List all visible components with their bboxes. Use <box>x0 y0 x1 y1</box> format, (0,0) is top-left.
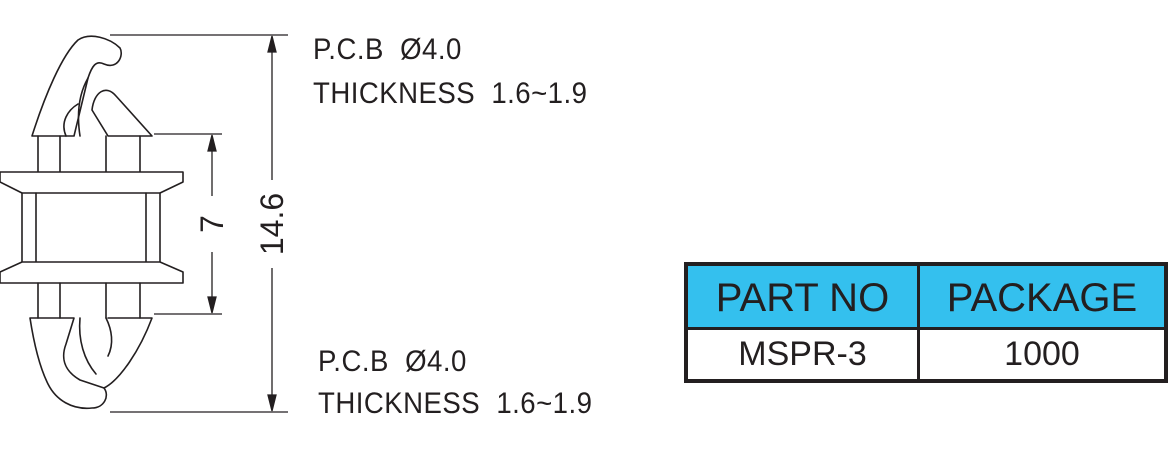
bottom-flange <box>0 261 184 284</box>
top-note-thickness: THICKNESS 1.6~1.9 <box>313 77 588 110</box>
bottom-leg-right <box>105 282 141 319</box>
table-cell-package: 1000 <box>920 330 1164 379</box>
top-flange <box>0 171 184 194</box>
body-core <box>21 192 161 263</box>
bottom-hook-curve <box>105 317 113 357</box>
dim-arrow-7-bottom <box>207 296 217 314</box>
bottom-leg-left <box>37 282 61 319</box>
table-cell-part-no: MSPR-3 <box>688 330 920 379</box>
bottom-note-pcb: P.C.B Ø4.0 <box>318 345 467 378</box>
top-note-pcb: P.C.B Ø4.0 <box>313 33 462 66</box>
top-leg-right <box>105 135 141 173</box>
bottom-inner-curve <box>78 317 97 375</box>
dim-arrow-7-top <box>207 134 217 152</box>
top-outer-latch <box>31 35 122 137</box>
dim-label-14-6: 14.6 <box>254 193 290 255</box>
bottom-outer-latch <box>29 317 108 409</box>
table-header-package: PACKAGE <box>920 266 1164 330</box>
top-leg-left <box>37 135 61 173</box>
bottom-inner-latch <box>103 317 153 389</box>
dim-arrow-146-top <box>267 35 277 53</box>
dim-arrow-146-bottom <box>267 394 277 412</box>
spec-table: PART NO PACKAGE MSPR-3 1000 <box>684 262 1168 383</box>
bottom-note-thickness: THICKNESS 1.6~1.9 <box>318 387 593 420</box>
top-hook-curve <box>63 103 79 137</box>
top-inner-latch <box>91 89 153 137</box>
table-header-part-no: PART NO <box>688 266 920 330</box>
top-inner-curve <box>77 77 89 137</box>
dim-label-7: 7 <box>194 215 230 233</box>
